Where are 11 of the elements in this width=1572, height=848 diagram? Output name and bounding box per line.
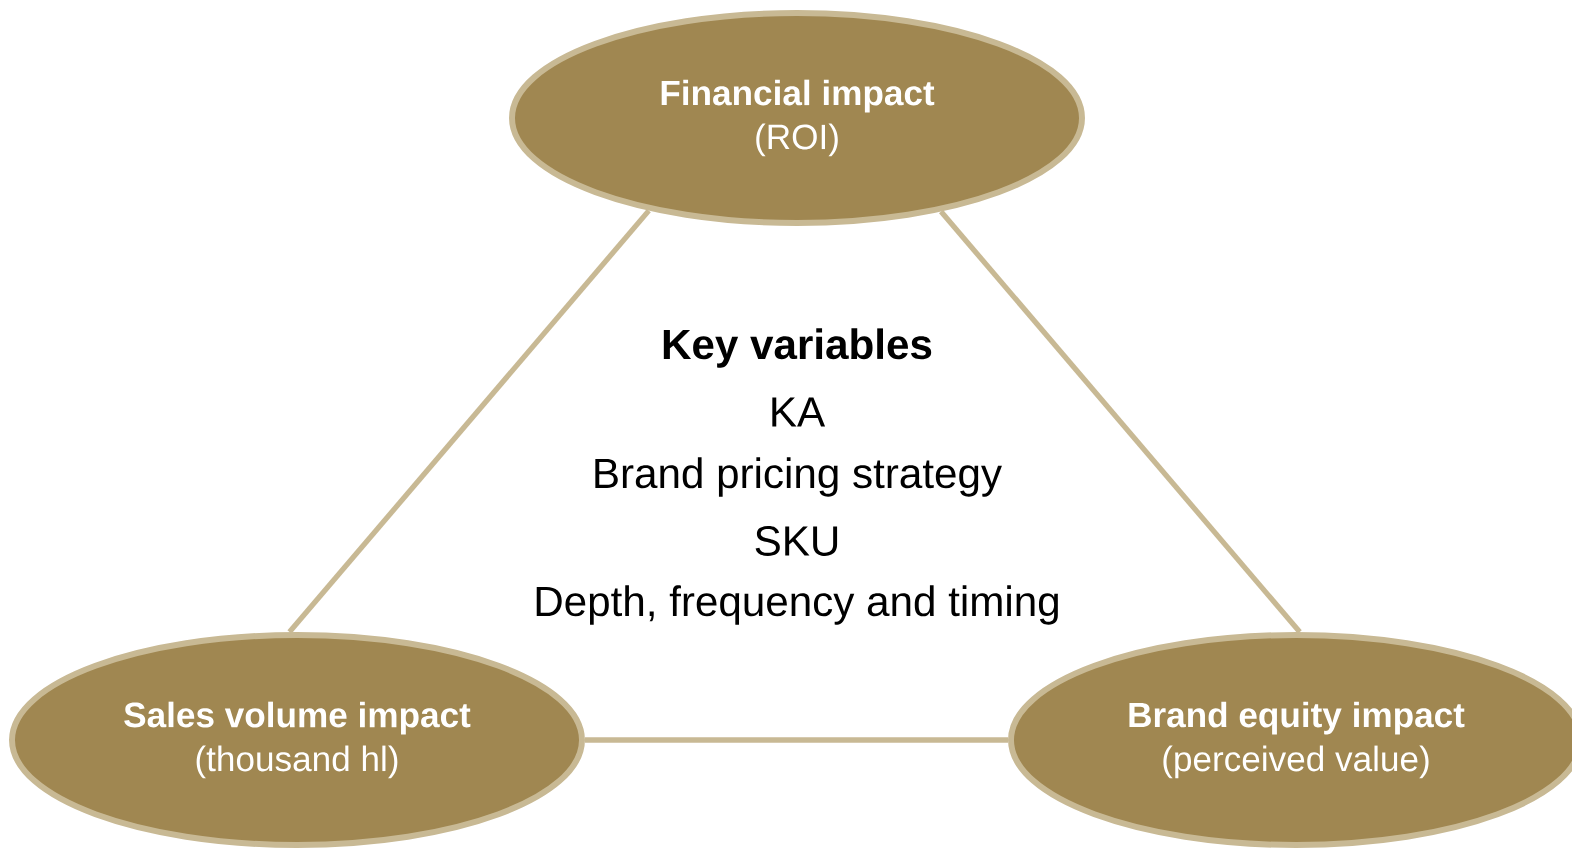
ellipse-node: Financial impact (ROI) [509, 10, 1085, 226]
connector-line [287, 208, 651, 634]
heading-text: Key variables [663, 328, 932, 368]
list-item-text: KA [772, 397, 826, 427]
list-item-text: Depth, frequency and timing [536, 585, 1058, 625]
connector-line [585, 737, 1008, 743]
list-item-text: Brand pricing strategy [595, 457, 1002, 497]
list-item-text: SKU [755, 526, 838, 556]
ellipse-node: Sales volume impact (thousand hl) [9, 632, 585, 848]
ellipse-node: Brand equity impact (perceived value) [1008, 632, 1572, 848]
connector-line [939, 209, 1302, 634]
